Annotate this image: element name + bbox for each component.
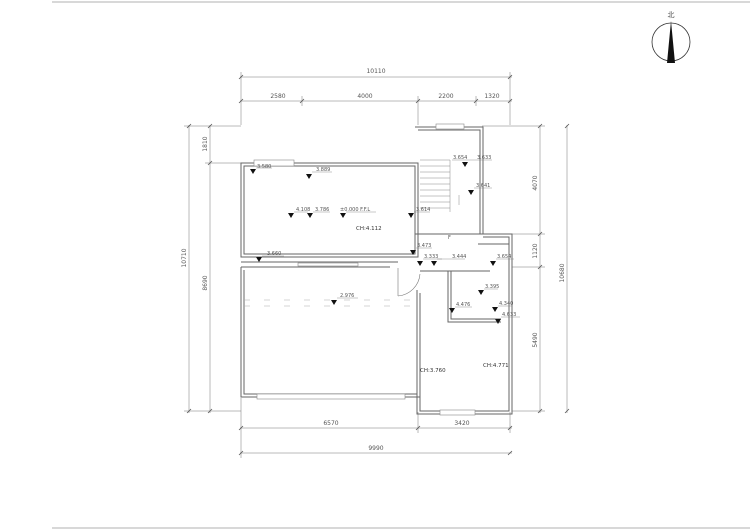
level-text-14: 3.654 [497, 254, 511, 260]
level-text-9: 3.641 [476, 183, 490, 189]
room-height-upper: CH:4.112 [356, 226, 382, 232]
compass-label: 北 [668, 11, 675, 19]
dim-bottom-seg-2: 3420 [454, 420, 469, 427]
north-arrow-icon: 北 [651, 11, 691, 63]
level-text-17: 4.476 [456, 302, 470, 308]
dim-right-lower: 5490 [532, 332, 539, 347]
level-text-15: 2.976 [340, 293, 354, 299]
dim-top-seg-1: 2580 [270, 93, 285, 100]
dim-right-upper: 4070 [532, 175, 539, 190]
level-text-2: 3.889 [316, 167, 330, 173]
stair-label: F [448, 235, 451, 241]
windows [253, 123, 476, 416]
dim-top-seg-3: 2200 [438, 93, 453, 100]
dim-bottom-total: 9990 [368, 445, 383, 452]
level-text-10: 3.660 [267, 251, 281, 257]
level-text-1: 3.580 [257, 164, 271, 170]
dim-left-total: 10710 [181, 248, 188, 267]
room-height-lower-mid: CH:3.760 [420, 368, 446, 374]
level-text-7: 3.654 [453, 155, 467, 161]
level-text-8: 3.633 [477, 155, 491, 161]
level-markers [250, 162, 501, 324]
dim-left-upper: 1810 [202, 136, 209, 151]
dim-left-lower: 8690 [202, 275, 209, 290]
leader-lines [256, 159, 520, 318]
hidden-lines [244, 299, 415, 307]
dim-top-seg-4: 1320 [484, 93, 499, 100]
level-text-4: 3.786 [315, 207, 329, 213]
dimension-lines [184, 72, 568, 458]
level-text-11: 3.473 [417, 243, 431, 249]
dim-top-seg-2: 4000 [357, 93, 372, 100]
walls [240, 126, 513, 415]
stair-treads [420, 159, 460, 212]
level-text-12: 3.333 [424, 254, 438, 260]
level-text-13: 3.444 [452, 254, 466, 260]
door-swing [397, 268, 421, 297]
level-text-19: 4.633 [502, 312, 516, 318]
dim-top-total: 10110 [366, 68, 385, 75]
level-text-3: 4.108 [296, 207, 310, 213]
level-text-18: 4.340 [499, 301, 513, 307]
dim-right-mid: 1120 [532, 243, 539, 258]
dim-bottom-seg-1: 6570 [323, 420, 338, 427]
room-height-lower-right: CH:4.771 [483, 363, 509, 369]
dimension-ticks [186, 74, 570, 456]
level-text-16: 3.395 [485, 284, 499, 290]
dim-right-total: 10680 [559, 263, 566, 282]
level-text-5: ±0.000 F.F.L [340, 207, 370, 213]
level-text-6: 3.614 [416, 207, 430, 213]
